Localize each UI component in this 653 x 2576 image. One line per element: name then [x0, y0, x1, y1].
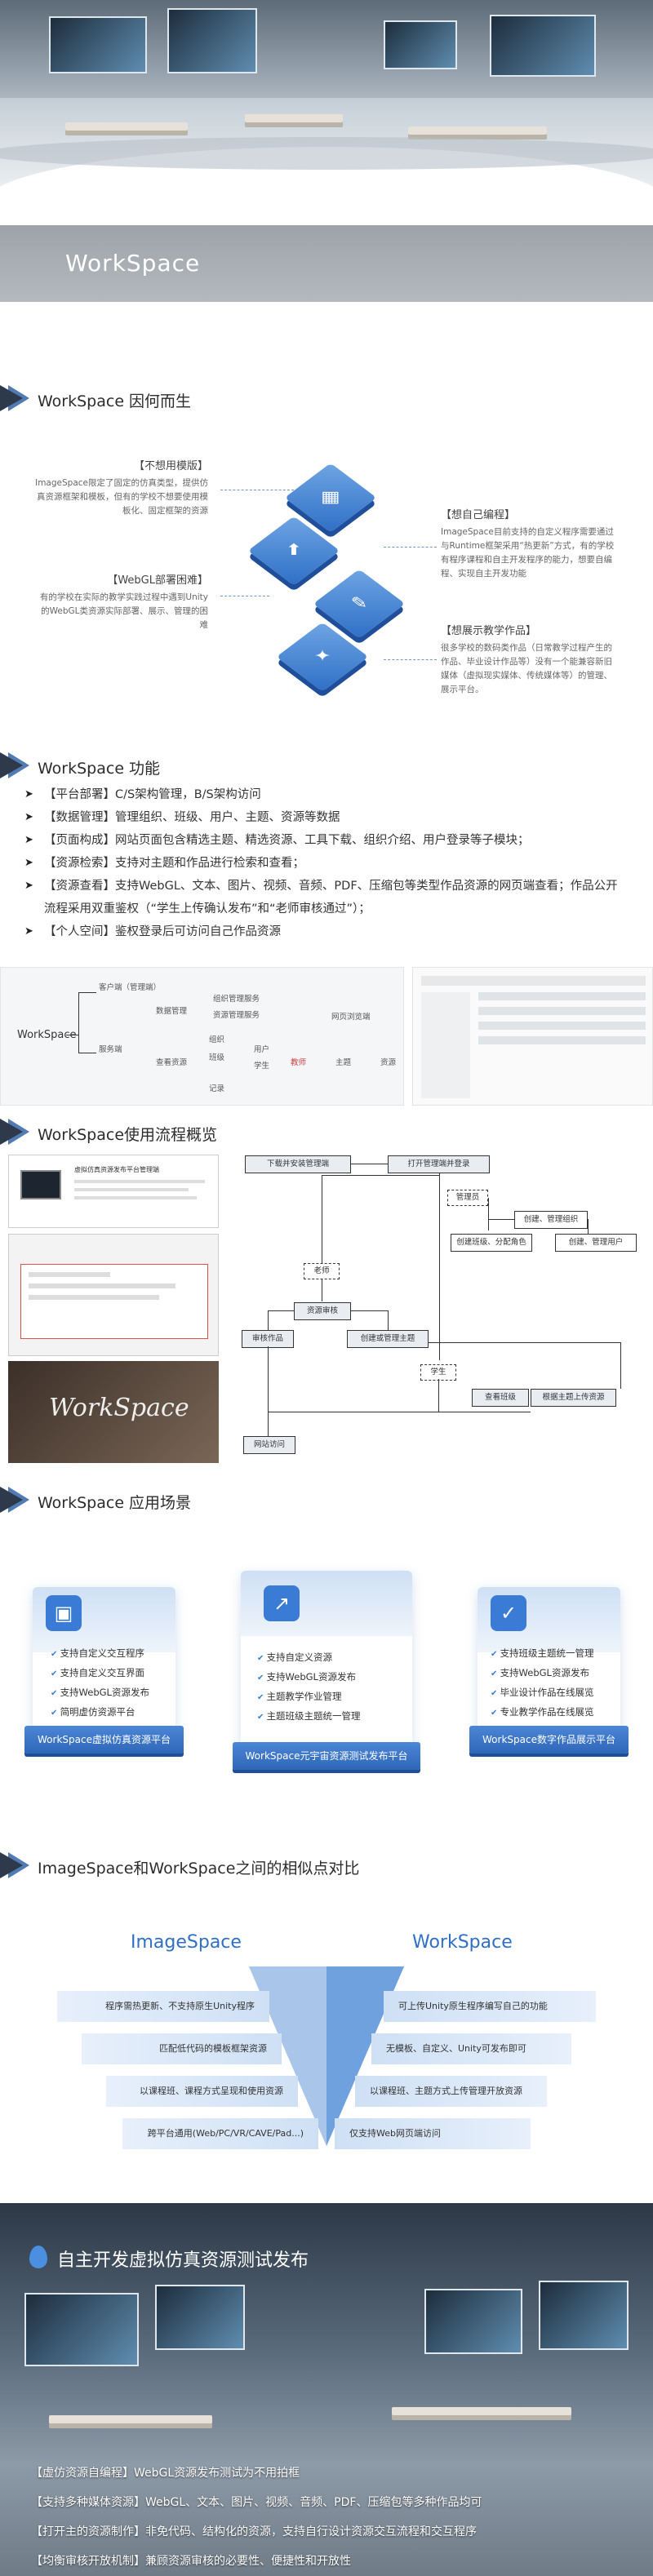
- bottom-line: 【打开主的资源制作】非免代码、结构化的资源，支持自行设计资源交互流程和交互程序: [31, 2525, 477, 2538]
- section-header-why: WorkSpace 因何而生: [0, 382, 653, 415]
- feature-item: 【数据管理】管理组织、班级、用户、主题、资源等数据: [24, 806, 629, 829]
- mindmap-branch: 客户端（管理端）: [99, 983, 162, 992]
- bottom-line: 【虚仿资源自编程】WebGL资源发布测试为不用拍框: [31, 2467, 300, 2480]
- mindmap-leaf: 资源管理服务: [213, 1011, 260, 1020]
- flow-splash: WorkSpace: [8, 1361, 219, 1463]
- mindmap-root: WorkSpace: [17, 1029, 77, 1041]
- mindmap-leaf: 班级: [209, 1053, 225, 1062]
- flow-step: 网站访问: [243, 1436, 295, 1454]
- flow-step: 创建或管理主题: [347, 1330, 429, 1348]
- check-icon: ✓: [491, 1595, 526, 1631]
- flow-step: 资源审核: [294, 1302, 351, 1320]
- mindmap-leaf: 组织管理服务: [213, 995, 260, 1004]
- person-card-icon: ▣: [46, 1595, 82, 1631]
- mindmap-panel: WorkSpace 客户端（管理端） 服务端 数据管理 组织管理服务 资源管理服…: [0, 967, 404, 1106]
- compare-left-item: 匹配低代码的模板框架资源: [82, 2033, 282, 2064]
- section-header-flow: WorkSpace使用流程概览: [0, 1115, 653, 1148]
- mindmap-leaf: 用户: [254, 1045, 270, 1054]
- compare-left-title: ImageSpace: [131, 1932, 242, 1953]
- note-webgl-deploy: 【WebGL部署困难】 有的学校在实际的教学实践过程中遇到Unity的WebGL…: [39, 574, 208, 630]
- bottom-line: 【均衡审核开放机制】兼顾资源审核的必要性、便捷性和开放性: [31, 2555, 351, 2568]
- note-self-program: 【想自己编程】 ImageSpace目前支持的自定义程序需要通过与Runtime…: [441, 509, 615, 579]
- client-screenshot: [412, 967, 653, 1106]
- mindmap-leaf: 资源: [380, 1058, 397, 1067]
- flow-screenshot-intro: 虚拟仿真资源发布平台管理端: [8, 1155, 219, 1228]
- mindmap-leaf: 学生: [254, 1062, 270, 1071]
- scene-card: ✓ 支持班级主题统一管理支持WebGL资源发布 毕业设计作品在线展览专业教学作品…: [478, 1587, 620, 1742]
- mindmap-leaf: 记录: [209, 1084, 225, 1093]
- flow-step: 查看班级: [472, 1389, 529, 1407]
- chart-icon: ↗: [264, 1585, 300, 1621]
- flow-step: 审核作品: [242, 1330, 294, 1348]
- section-header-compare: ImageSpace和WorkSpace之间的相似点对比: [0, 1849, 653, 1882]
- scene-label: WorkSpace数字作品展示平台: [469, 1726, 629, 1754]
- flow-role: 管理员: [447, 1190, 488, 1206]
- drop-logo-icon: [29, 2246, 47, 2268]
- brand-bar: WorkSpace: [0, 225, 653, 302]
- compare-right-item: 可上传Unity原生程序编写自己的功能: [384, 1991, 596, 2022]
- flow-step: 创建、管理组织: [514, 1211, 588, 1229]
- mindmap-leaf: 数据管理: [156, 1007, 188, 1016]
- scene-card: ↗ 支持自定义资源支持WebGL资源发布 主题教学作业管理主题班级主题统一管理: [241, 1571, 412, 1758]
- compare-right-item: 无模板、自定义、Unity可发布即可: [371, 2033, 571, 2064]
- brand-title: WorkSpace: [65, 250, 201, 277]
- flow-role: 老师: [304, 1263, 340, 1279]
- mindmap-leaf: 查看资源: [156, 1058, 188, 1067]
- flow-role: 学生: [420, 1364, 456, 1381]
- compare-right-item: 仅支持Web网页端访问: [335, 2118, 531, 2149]
- mindmap-branch: 服务端: [99, 1045, 122, 1054]
- feature-item: 【页面构成】网站页面包含精选主题、精选资源、工具下载、组织介绍、用户登录等子模块…: [24, 829, 629, 852]
- hero-image: [0, 0, 653, 196]
- feature-list: 【平台部署】C/S架构管理，B/S架构访问 【数据管理】管理组织、班级、用户、主…: [24, 783, 629, 943]
- flow-step: 根据主题上传资源: [531, 1389, 616, 1407]
- compare-left-item: 程序需热更新、不支持原生Unity程序: [57, 1991, 269, 2022]
- scene-card: ▣ 支持自定义交互程序支持自定义交互界面 支持WebGL资源发布简明虚仿资源平台: [33, 1587, 175, 1742]
- note-no-template: 【不想用模版】 ImageSpace限定了固定的仿真类型，提供仿真资源框架和模板…: [35, 460, 208, 516]
- section-header-features: WorkSpace 功能: [0, 749, 653, 782]
- mindmap-leaf: 网页浏览端: [331, 1013, 371, 1022]
- mindmap-leaf: 组织: [209, 1035, 225, 1044]
- flow-screenshot-manager: [8, 1234, 219, 1356]
- flow-step: 下载并安装管理端: [245, 1155, 351, 1173]
- section-header-scenes: WorkSpace 应用场景: [0, 1483, 653, 1516]
- scene-label: WorkSpace元宇宙资源测试发布平台: [233, 1742, 420, 1770]
- compare-left-item: 跨平台通用(Web/PC/VR/CAVE/Pad...): [122, 2118, 318, 2149]
- bottom-banner: 自主开发虚拟仿真资源测试发布 【虚仿资源自编程】WebGL资源发布测试为不用拍框…: [0, 2203, 653, 2576]
- scene-label: WorkSpace虚拟仿真资源平台: [24, 1726, 184, 1754]
- feature-item: 【资源检索】支持对主题和作品进行检索和查看；: [24, 852, 629, 875]
- flow-step: 打开管理端并登录: [388, 1155, 490, 1173]
- feature-item: 【资源查看】支持WebGL、文本、图片、视频、音频、PDF、压缩包等类型作品资源…: [24, 875, 629, 920]
- bottom-line: 【支持多种媒体资源】WebGL、文本、图片、视频、音频、PDF、压缩包等多种作品…: [31, 2496, 482, 2509]
- compare-right-item: 以课程班、主题方式上传管理开放资源: [355, 2076, 547, 2107]
- compare-right-title: WorkSpace: [412, 1932, 513, 1953]
- mindmap-leaf: 教师: [291, 1058, 307, 1067]
- flow-step: 创建、管理用户: [555, 1234, 637, 1252]
- flow-step: 创建班级、分配角色: [451, 1234, 532, 1252]
- compare-left-item: 以课程班、课程方式呈现和使用资源: [106, 2076, 298, 2107]
- note-showcase: 【想展示教学作品】 很多学校的数码类作品（日常教学过程产生的作品、毕业设计作品等…: [441, 625, 612, 694]
- bottom-title: 自主开发虚拟仿真资源测试发布: [57, 2250, 309, 2271]
- mindmap-leaf: 主题: [335, 1058, 352, 1067]
- feature-item: 【个人空间】鉴权登录后可访问自己作品资源: [24, 920, 629, 943]
- feature-item: 【平台部署】C/S架构管理，B/S架构访问: [24, 783, 629, 806]
